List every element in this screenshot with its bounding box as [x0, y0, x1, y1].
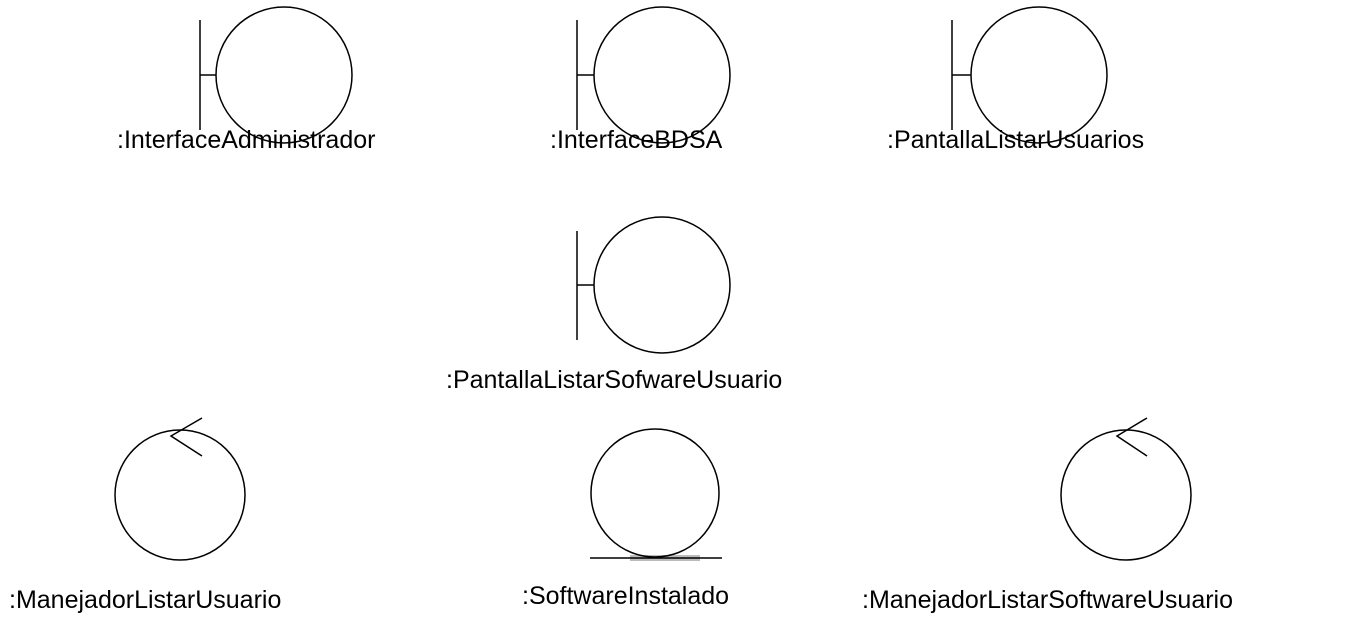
- control-icon: [1060, 417, 1192, 561]
- object-label: :InterfaceAdministrador: [117, 126, 376, 154]
- boundary-icon: [951, 6, 1108, 144]
- object-label: :ManejadorListarUsuario: [9, 586, 282, 614]
- boundary-icon: [576, 216, 731, 354]
- object-label: :InterfaceBDSA: [550, 126, 723, 154]
- object-label: :PantallaListarUsuarios: [887, 126, 1145, 154]
- object-label: :PantallaListarSofwareUsuario: [446, 366, 783, 394]
- object-label: :SoftwareInstalado: [522, 582, 730, 610]
- boundary-icon: [199, 6, 353, 144]
- control-icon: [114, 417, 246, 561]
- entity-icon: [590, 428, 722, 561]
- object-label: :ManejadorListarSoftwareUsuario: [862, 586, 1234, 614]
- boundary-icon: [576, 6, 731, 144]
